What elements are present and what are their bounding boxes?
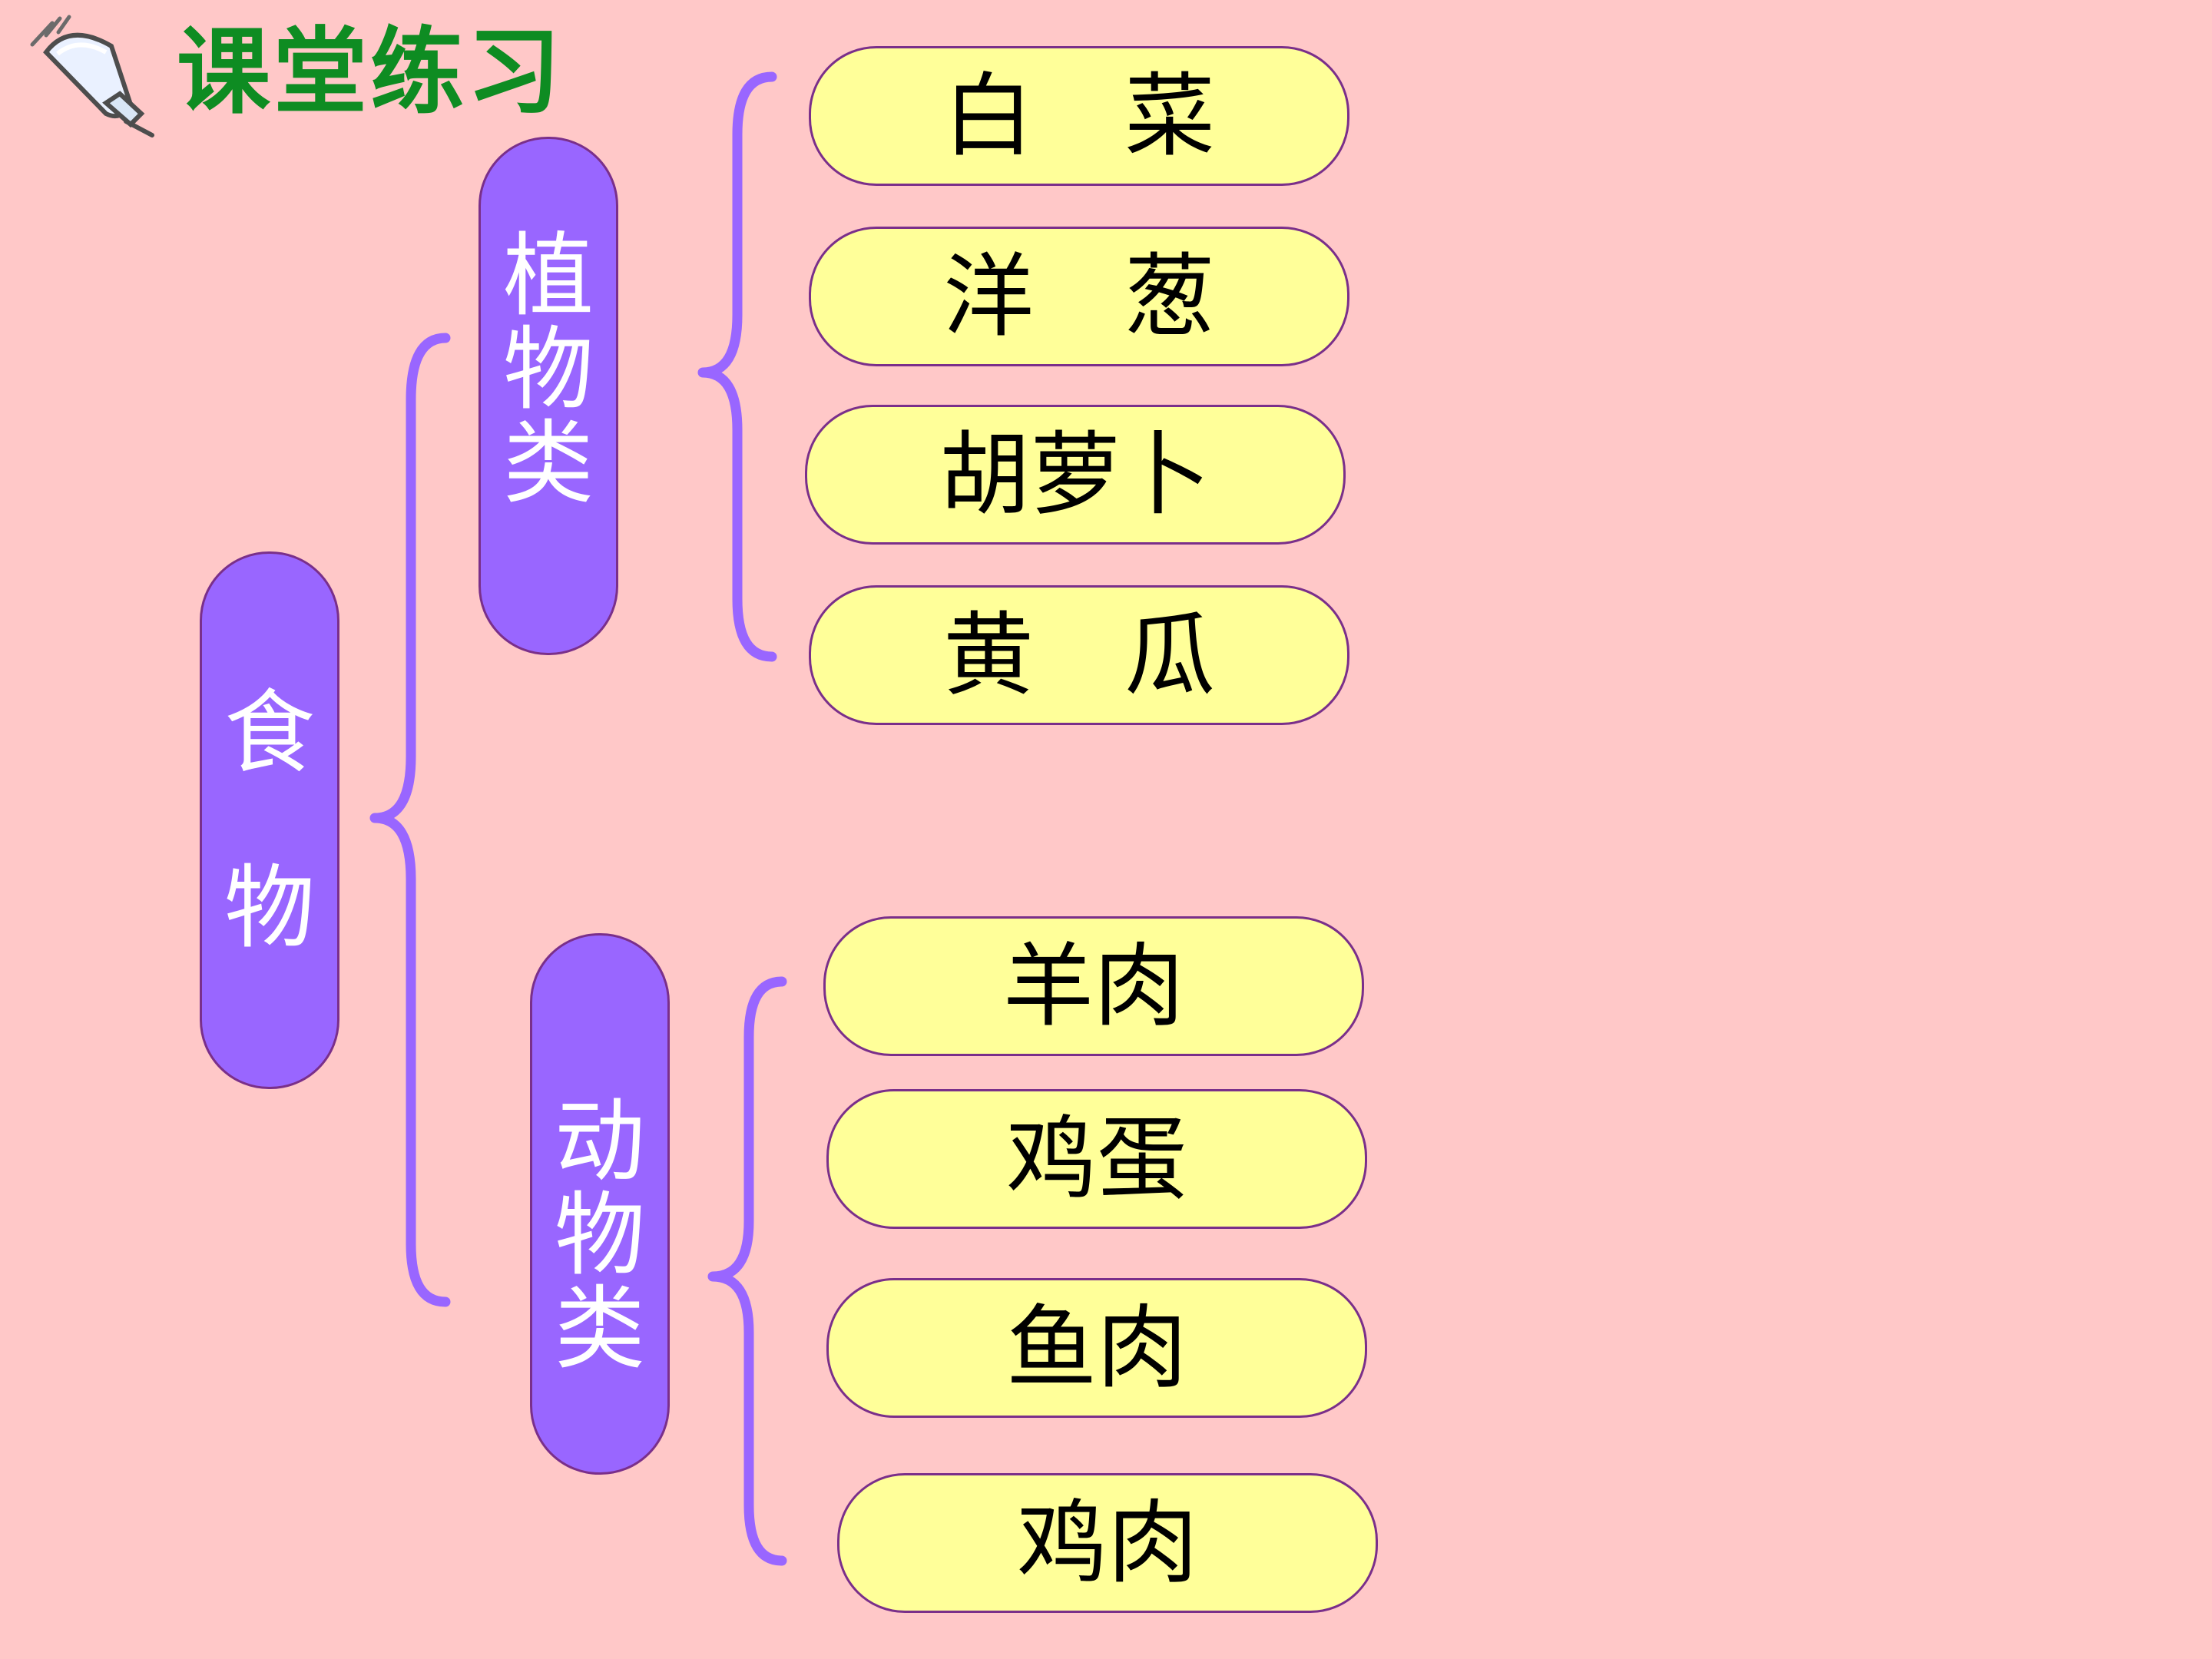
root-char: 食 [224, 680, 315, 786]
root-brace [369, 333, 451, 1307]
funnel-icon [30, 15, 154, 137]
animal-brace [707, 976, 787, 1566]
item-pill-egg: 鸡蛋 [826, 1089, 1367, 1229]
category-char: 动 [554, 1088, 645, 1194]
item-pill-mutton: 羊肉 [823, 916, 1364, 1056]
item-pill-onion: 洋 葱 [809, 227, 1349, 366]
category-box-animal: 动 物 类 [530, 933, 670, 1475]
plant-brace [697, 71, 777, 662]
category-char: 类 [554, 1275, 645, 1382]
item-pill-bok-choy: 白 菜 [809, 46, 1349, 186]
root-char: 物 [224, 855, 315, 961]
item-pill-fish: 鱼肉 [826, 1278, 1367, 1418]
item-pill-cucumber: 黄 瓜 [809, 585, 1349, 725]
item-pill-carrot: 胡萝卜 [805, 405, 1346, 545]
category-char: 类 [502, 409, 594, 516]
category-char: 植 [502, 222, 594, 329]
category-char: 物 [502, 316, 594, 422]
category-box-plant: 植 物 类 [478, 137, 618, 655]
category-char: 物 [554, 1181, 645, 1288]
root-box-food: 食 物 [200, 551, 339, 1089]
item-pill-chicken: 鸡肉 [837, 1473, 1378, 1613]
page-title: 课堂练习 [177, 18, 564, 127]
